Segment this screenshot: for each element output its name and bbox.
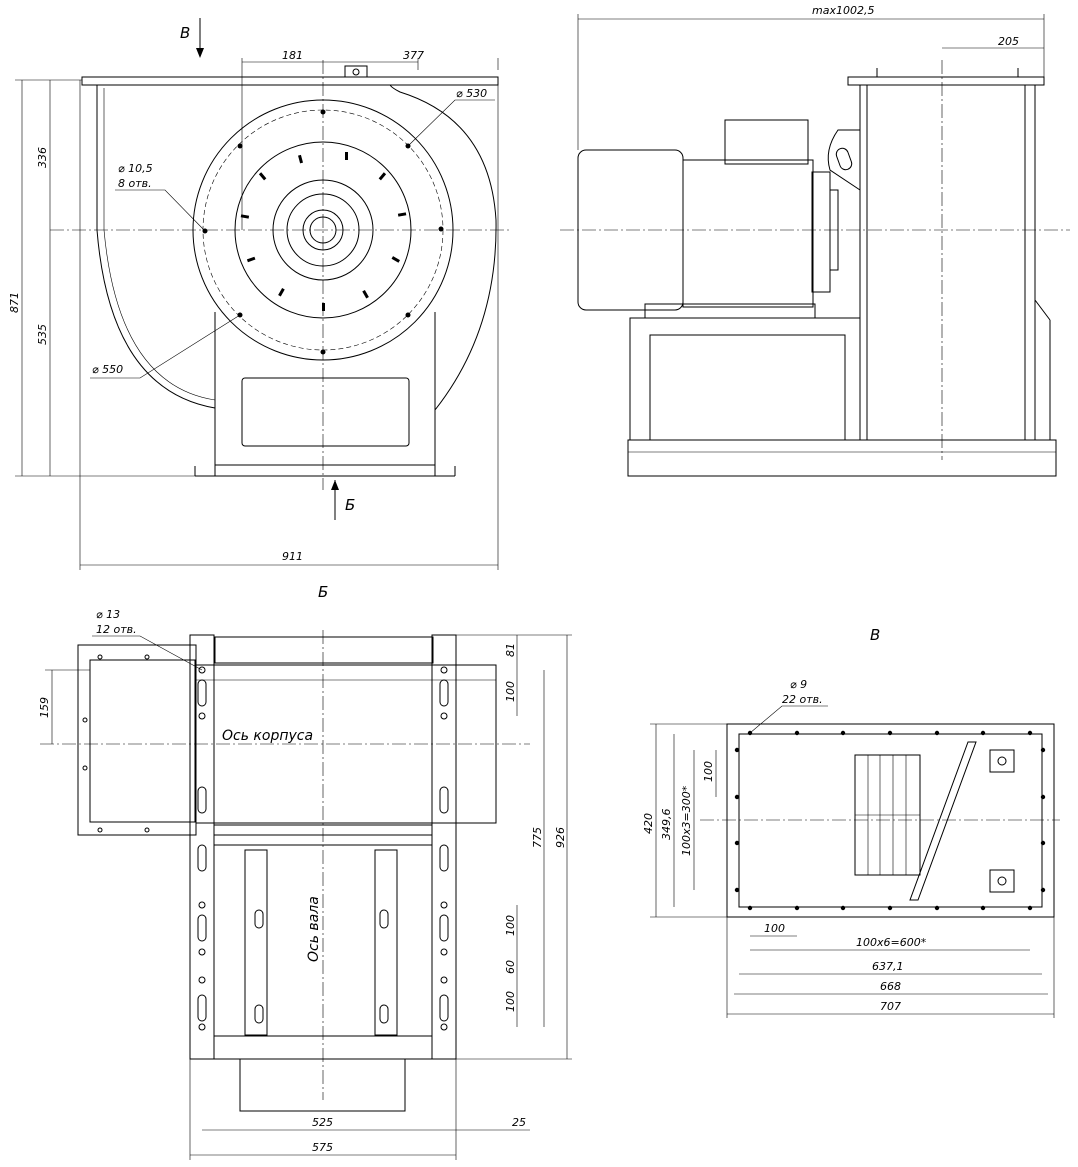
flange-view-title: В <box>870 626 880 644</box>
impeller-marks <box>240 152 407 311</box>
hole-count-flange: 22 отв. <box>782 693 823 706</box>
dim-575: 575 <box>312 1141 333 1154</box>
dim-926: 926 <box>554 827 567 848</box>
dim-159: 159 <box>38 697 51 718</box>
hole-diameter-flange: ⌀ 9 <box>790 678 807 691</box>
dim-max: max1002,5 <box>812 4 874 17</box>
dim-100x3: 100x3=300* <box>680 785 693 856</box>
hole-count-bottom: 12 отв. <box>96 623 137 636</box>
dim-100-vertical: 100 <box>702 761 715 782</box>
dim-911: 911 <box>282 550 303 563</box>
hole-count-front: 8 отв. <box>118 177 152 190</box>
flange-holes <box>734 730 1046 911</box>
hole-diameter-bottom: ⌀ 13 <box>96 608 120 621</box>
rail-holes <box>82 654 448 1031</box>
dim-dia-530: ⌀ 530 <box>456 87 487 100</box>
dim-637-1: 637,1 <box>872 960 904 973</box>
flange-view: В <box>642 626 1060 1018</box>
rail-slots <box>197 679 449 1024</box>
dim-100x6: 100x6=600* <box>856 936 927 949</box>
dim-60: 60 <box>504 960 517 974</box>
dim-100-a: 100 <box>504 681 517 702</box>
dim-25: 25 <box>512 1116 526 1129</box>
dim-707: 707 <box>880 1000 901 1013</box>
front-view: В Б 181 377 336 535 871 911 ⌀ 10,5 8 отв… <box>8 18 510 570</box>
bottom-view: Б <box>38 583 572 1160</box>
dim-525: 525 <box>312 1116 333 1129</box>
dim-871: 871 <box>8 292 21 313</box>
dim-535: 535 <box>36 324 49 345</box>
axis-label-body: Ось корпуса <box>222 728 313 744</box>
dim-100-b: 100 <box>504 915 517 936</box>
dim-dia-550: ⌀ 550 <box>92 363 123 376</box>
dim-349-6: 349,6 <box>660 809 673 841</box>
dim-775: 775 <box>531 827 544 848</box>
dim-336: 336 <box>36 147 49 168</box>
view-arrow-label-bottom: Б <box>345 496 355 514</box>
dim-100-c: 100 <box>504 991 517 1012</box>
dim-205: 205 <box>998 35 1019 48</box>
axis-label-shaft: Ось вала <box>306 896 322 962</box>
view-arrow-label-top: В <box>180 24 190 42</box>
dim-81: 81 <box>504 643 517 657</box>
side-view: max1002,5 205 <box>560 4 1070 477</box>
bottom-view-title: Б <box>318 583 328 601</box>
dim-377: 377 <box>403 49 424 62</box>
dim-181: 181 <box>282 49 303 62</box>
dim-100-horizontal: 100 <box>764 922 785 935</box>
dim-668: 668 <box>880 980 901 993</box>
dim-420: 420 <box>642 813 655 834</box>
hole-diameter-front: ⌀ 10,5 <box>118 162 153 175</box>
